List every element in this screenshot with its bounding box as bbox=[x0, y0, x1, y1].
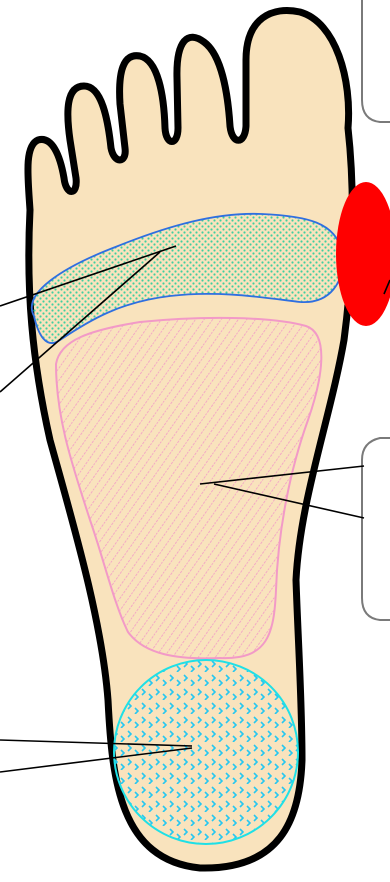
heel-region bbox=[114, 660, 298, 844]
callout-box-top bbox=[362, 0, 390, 122]
callout-box-middle bbox=[362, 438, 390, 620]
